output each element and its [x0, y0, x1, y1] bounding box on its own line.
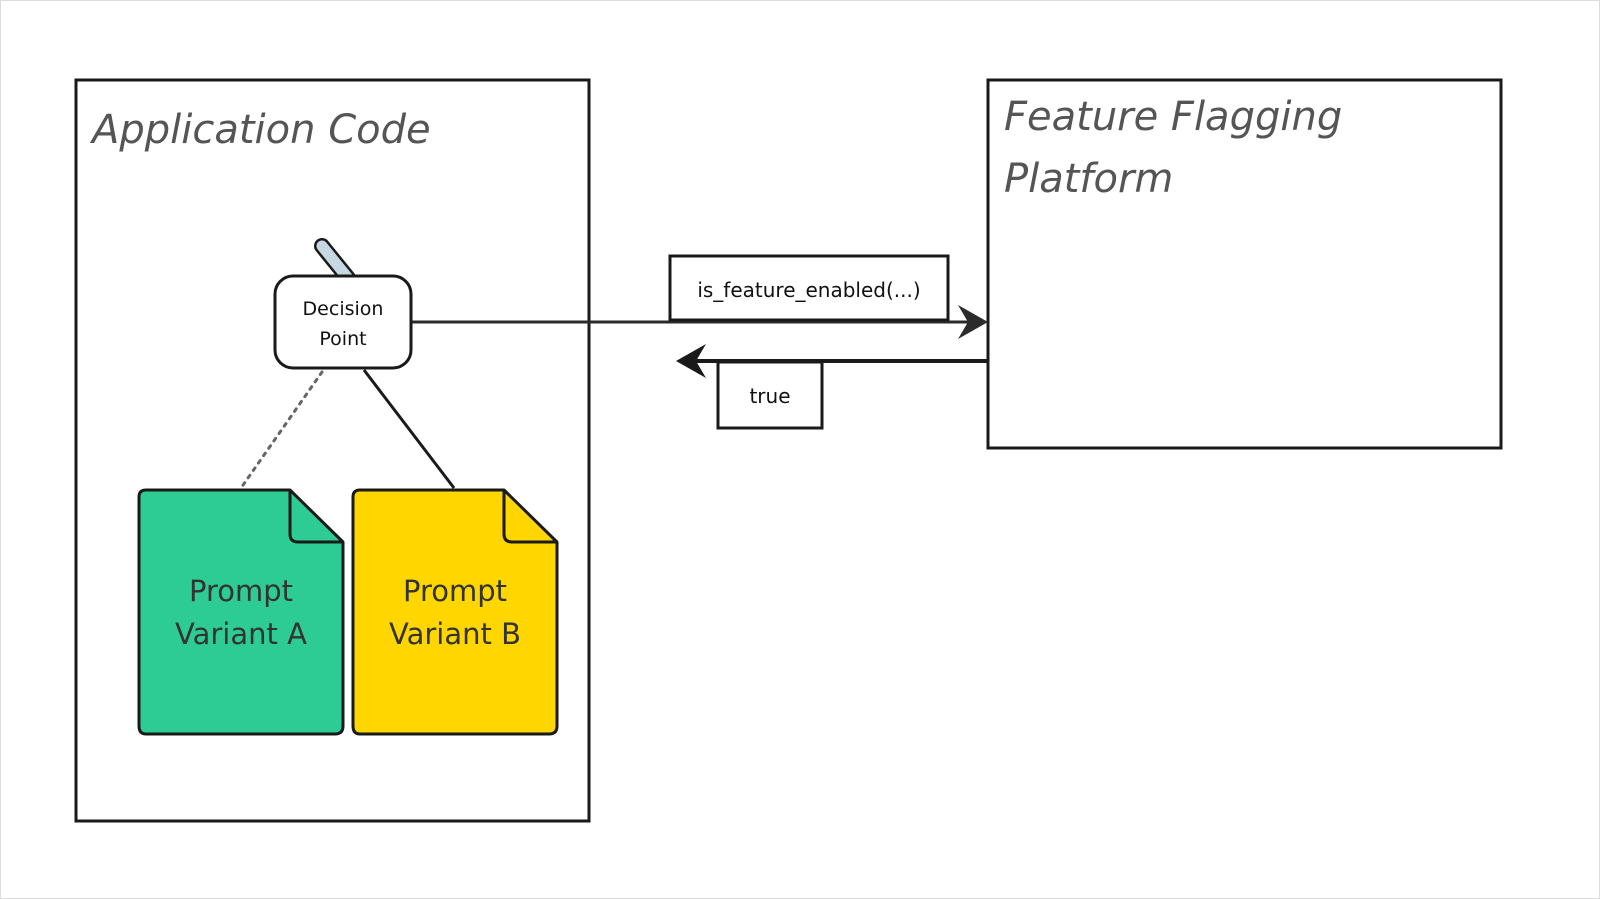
platform-title-line1: Feature Flagging: [1004, 94, 1342, 140]
request-label: is_feature_enabled(...): [697, 278, 920, 302]
prompt-variant-b-document: Prompt Variant B: [351, 488, 559, 736]
request-arrow: [412, 305, 988, 339]
connector-decision-to-variant-a: [239, 370, 324, 490]
arrow-right-icon: [958, 305, 988, 339]
decision-point-line2: Point: [319, 328, 366, 350]
request-label-box: is_feature_enabled(...): [668, 254, 950, 322]
connector-decision-to-variant-b: [362, 369, 456, 489]
response-label-box: true: [716, 360, 824, 430]
decision-point-line1: Decision: [303, 298, 384, 320]
platform-title-line2: Platform: [1004, 156, 1173, 202]
variant-b-line1: Prompt: [403, 574, 507, 608]
decision-point-node: Decision Point: [273, 274, 413, 370]
response-label: true: [749, 384, 790, 408]
prompt-variant-a-document: Prompt Variant A: [137, 488, 345, 736]
application-code-title: Application Code: [89, 107, 431, 153]
arrow-left-icon: [676, 344, 706, 378]
variant-a-line2: Variant A: [175, 617, 307, 651]
variant-a-line1: Prompt: [189, 574, 293, 608]
feature-flagging-platform-box: Feature Flagging Platform: [986, 78, 1503, 450]
variant-b-line2: Variant B: [389, 617, 521, 651]
